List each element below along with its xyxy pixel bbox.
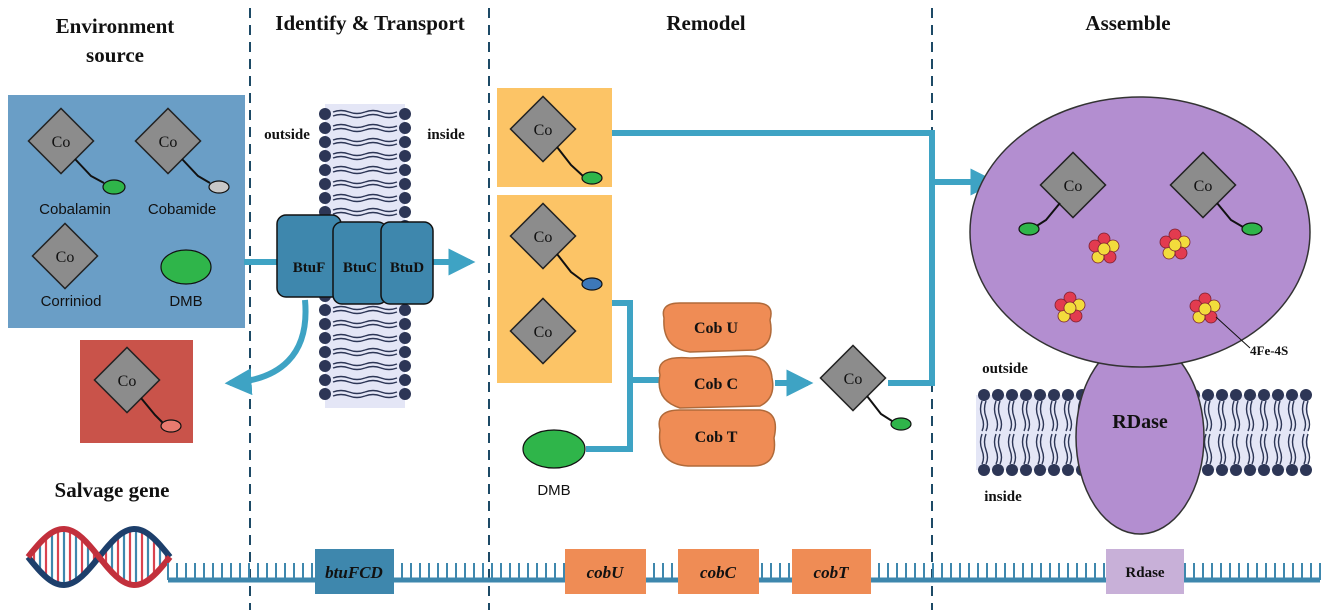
btuC-label: BtuC: [343, 260, 377, 276]
svg-text:Co: Co: [844, 371, 863, 388]
dmb-molecule: [160, 249, 212, 285]
dmb-label: DMB: [169, 293, 202, 310]
cob-enzymes[interactable]: [658, 302, 777, 467]
stage-title-environment-2: source: [86, 43, 144, 67]
cluster-label: 4Fe-4S: [1250, 343, 1288, 358]
svg-text:Co: Co: [159, 134, 178, 151]
assembly-arrow: [888, 182, 935, 386]
rdase-stalk: [1075, 339, 1205, 535]
btuF-label: BtuF: [293, 260, 326, 276]
stage-title-assemble: Assemble: [1085, 11, 1170, 35]
svg-text:Co: Co: [1064, 178, 1083, 195]
stage-title-identify: Identify & Transport: [275, 11, 464, 35]
btuD-label: BtuD: [390, 260, 424, 276]
remodel-dmb-label: DMB: [537, 482, 570, 499]
cobamide-label: Cobamide: [148, 201, 216, 218]
cluster-leader-line: [1215, 316, 1251, 349]
fe-s-cluster-icon: [1054, 291, 1086, 323]
rdase-label: RDase: [1112, 411, 1168, 433]
svg-text:Co: Co: [534, 229, 553, 246]
rdase-body: [969, 96, 1311, 368]
export-arrow: [224, 299, 309, 396]
svg-text:Co: Co: [534, 122, 553, 139]
svg-text:Co: Co: [52, 134, 71, 151]
corriniod-molecule: Co: [31, 222, 99, 290]
corrinoid-precursor-molecule: Co: [509, 297, 577, 365]
btuFCD-gene-label: btuFCD: [325, 563, 383, 582]
fe-s-cluster-icon: [1088, 232, 1120, 264]
stage-dividers: [249, 8, 933, 610]
cobU-label: Cob U: [694, 320, 738, 337]
bypass-arrow: [612, 130, 998, 196]
salvage-gene-title: Salvage gene: [55, 478, 170, 502]
membrane-inside-label: inside: [427, 127, 465, 143]
fe-s-cluster-icon: [1159, 228, 1191, 260]
rdase-gene-label: Rdase: [1125, 565, 1165, 581]
cobalamin-label: Cobalamin: [39, 201, 111, 218]
stage-title-remodel: Remodel: [666, 11, 745, 35]
complete-cobamide-molecule: Co: [509, 95, 603, 185]
cobT-label: Cob T: [695, 429, 738, 446]
cobC-label: Cob C: [694, 376, 738, 393]
cobalamin-molecule: Co: [27, 107, 126, 195]
remodel-dmb-molecule: [522, 429, 586, 469]
assemble-outside-label: outside: [982, 361, 1028, 377]
btuF-protein[interactable]: [276, 214, 342, 298]
stage-title-environment: Environment: [56, 14, 175, 38]
bound-cobamide-left: Co: [1018, 151, 1107, 236]
svg-text:Co: Co: [56, 249, 75, 266]
cobamide-molecule: Co: [134, 107, 230, 194]
alt-cobamide-molecule: Co: [509, 202, 603, 291]
svg-text:Co: Co: [1194, 178, 1213, 195]
cobU-gene-label: cobU: [587, 563, 625, 582]
remodeled-cobamide-molecule: Co: [819, 344, 912, 431]
corriniod-label: Corriniod: [41, 293, 102, 310]
rdase-gene[interactable]: [1106, 549, 1184, 594]
cobT-gene[interactable]: [792, 549, 871, 594]
svg-text:Co: Co: [118, 373, 137, 390]
assemble-inside-label: inside: [984, 489, 1022, 505]
cobT-gene-label: cobT: [814, 563, 850, 582]
dna-helix-icon: [25, 526, 173, 588]
cobC-gene[interactable]: [678, 549, 759, 594]
fe-s-clusters: [1054, 228, 1221, 324]
cobC-gene-label: cobC: [700, 563, 737, 582]
cobU-gene[interactable]: [565, 549, 646, 594]
fe-s-cluster-icon: [1189, 292, 1221, 324]
bound-cobamide-right: Co: [1169, 151, 1263, 236]
btuFCD-gene[interactable]: [315, 549, 394, 594]
exported-cobamide-molecule: Co: [93, 346, 182, 433]
membrane-outside-label: outside: [264, 127, 310, 143]
svg-text:Co: Co: [534, 324, 553, 341]
btuD-protein[interactable]: [380, 221, 434, 305]
